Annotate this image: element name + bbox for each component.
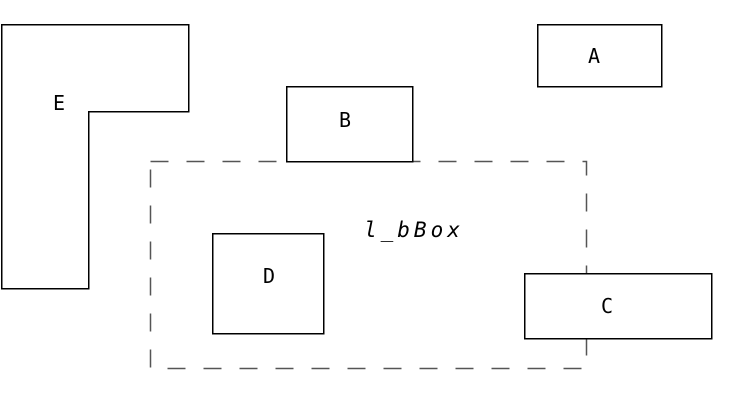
shape-a-label: A [588, 44, 600, 68]
bounding-box-label: l_bBox [364, 218, 464, 242]
shape-a-rect [536, 23, 663, 88]
shape-c-rect [523, 272, 713, 340]
shape-b-rect [285, 85, 414, 163]
shape-b-label: B [339, 108, 351, 132]
shape-c-label: C [601, 294, 613, 318]
shape-e-label: E [53, 91, 65, 115]
dashed-bounding-box [149, 160, 588, 370]
shape-d-label: D [263, 264, 275, 288]
shape-d-rect [211, 232, 325, 335]
shape-e-polygon [0, 23, 190, 290]
